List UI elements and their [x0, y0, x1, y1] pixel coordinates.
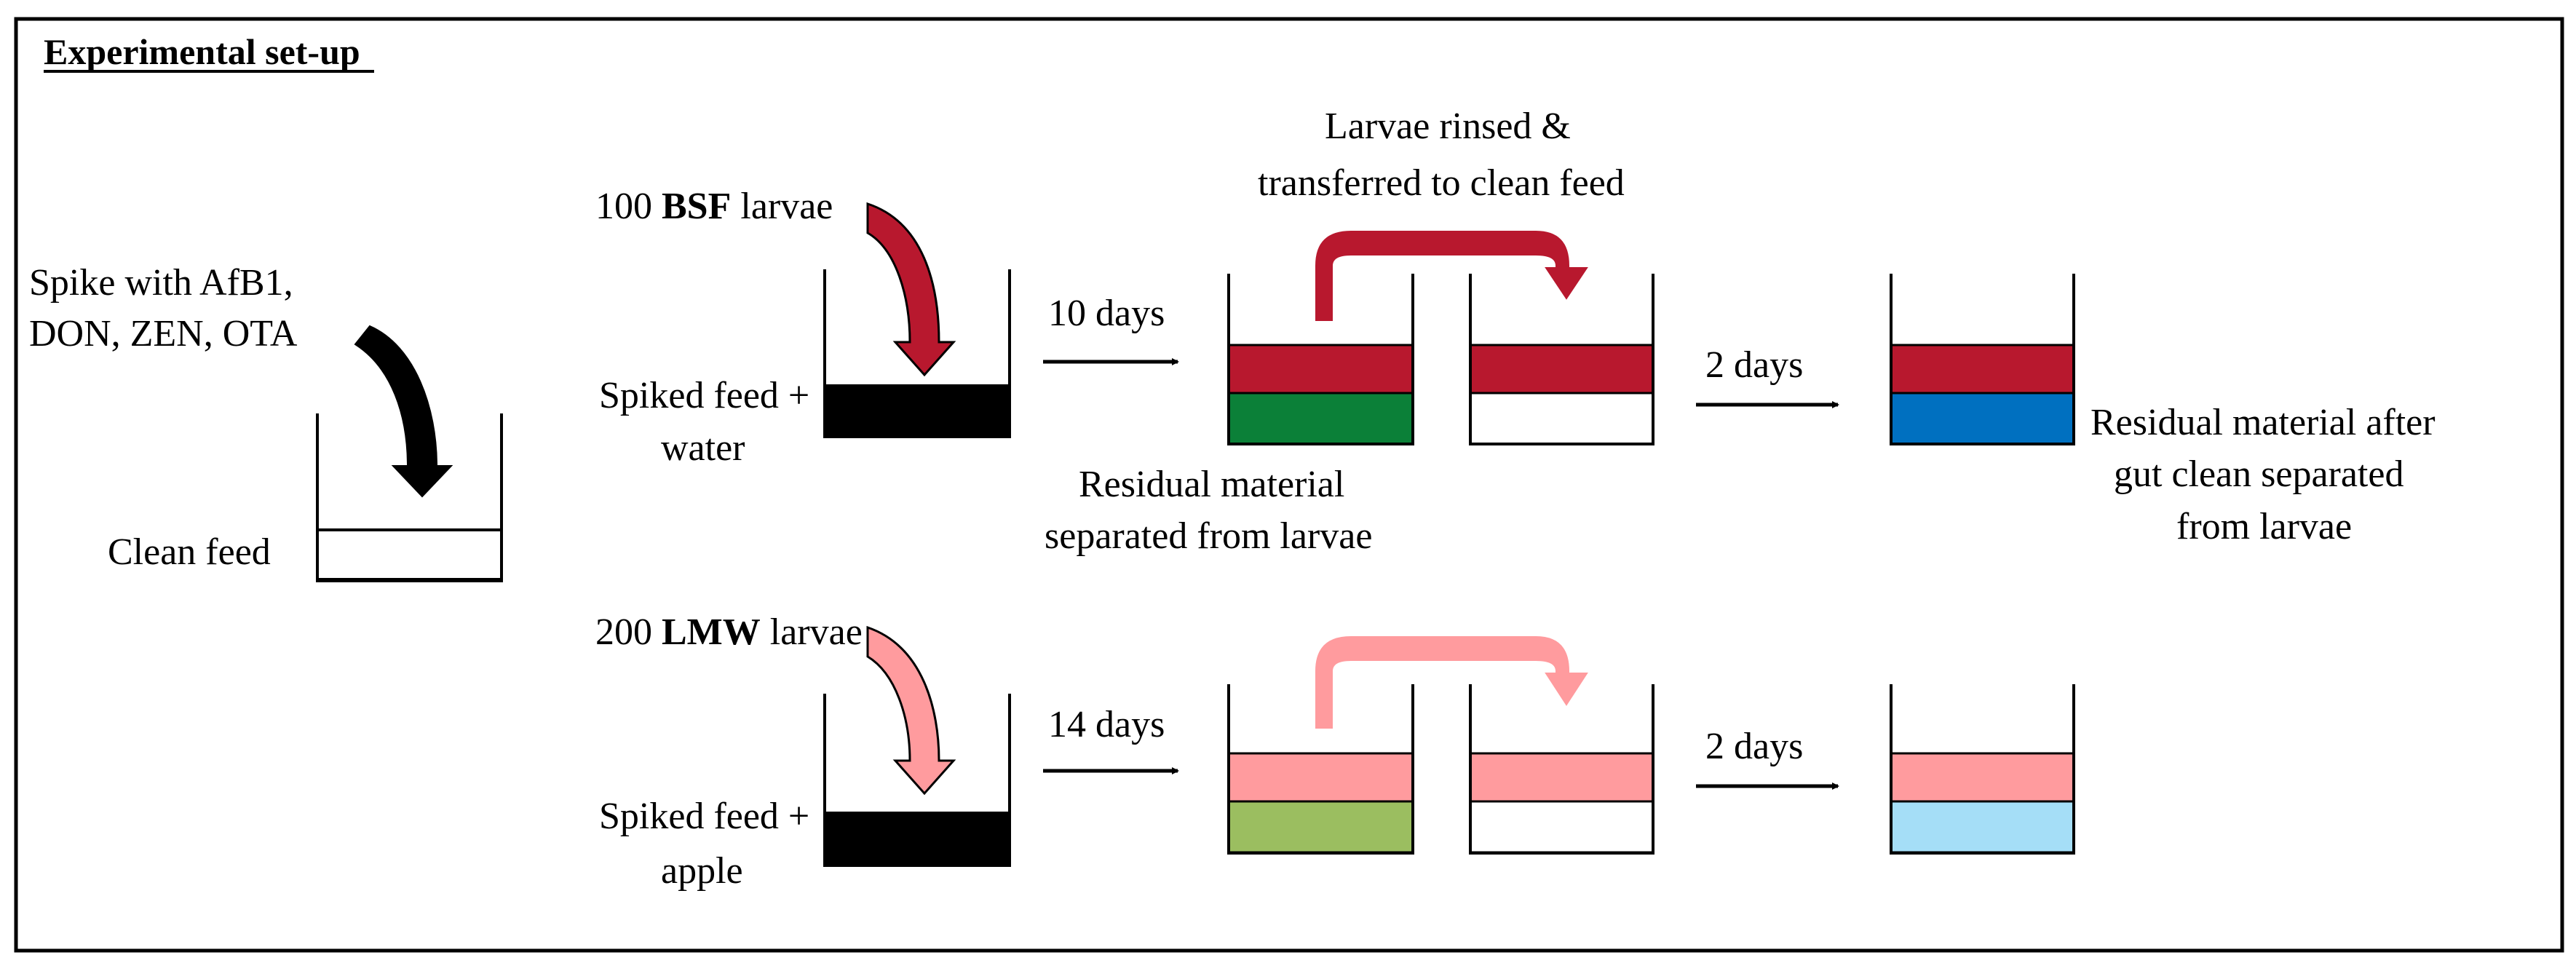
lmw-larvae-label: 200 LMW larvae: [595, 611, 863, 653]
lmw-clean-feed-layer: [1469, 800, 1654, 854]
bsf-gut-clean-container: [1890, 274, 2075, 445]
lmw-gut-larvae-layer: [1890, 752, 2075, 803]
bsf-after-label-line1: Residual material after: [2090, 402, 2436, 443]
diagram-title: Experimental set-up: [44, 31, 360, 72]
lmw-spiked-feed-layer: [825, 812, 1010, 864]
lmw-transferred-larvae-layer: [1469, 752, 1654, 803]
lmw-gut-clean-container: [1890, 684, 2075, 855]
bsf-feed-container: [823, 269, 1011, 438]
clean-feed-label: Clean feed: [108, 531, 271, 573]
lmw-duration-label: 14 days: [1048, 704, 1165, 745]
spike-arrow: [354, 325, 453, 498]
lmw-drop-arrow: [866, 625, 956, 796]
bsf-gut-clean-residue-layer: [1890, 392, 2075, 445]
bsf-clean-feed-layer: [1469, 392, 1654, 445]
bsf-larvae-label: 100 BSF larvae: [595, 186, 833, 227]
lmw-transfer-arrow: [1315, 636, 1588, 729]
bsf-drop-arrow: [866, 202, 956, 377]
bsf-duration-label: 10 days: [1048, 293, 1165, 334]
bsf-after-label-line2: gut clean separated: [2114, 453, 2403, 495]
lmw-feed-container: [823, 694, 1011, 867]
bsf-feed-label-line2: water: [661, 427, 745, 469]
bsf-residue-layer: [1227, 392, 1414, 445]
spike-label-line2: DON, ZEN, OTA: [29, 313, 298, 354]
lmw-feed-label-line2: apple: [661, 850, 743, 892]
spike-label-line1: Spike with AfB1,: [29, 262, 293, 304]
bsf-spiked-feed-layer: [825, 384, 1010, 435]
bsf-transferred-larvae-layer: [1469, 344, 1654, 395]
bsf-separation-container: [1227, 274, 1414, 445]
bsf-residual-label-line1: Residual material: [1079, 464, 1344, 505]
clean-feed-container: [316, 413, 503, 582]
bsf-larvae-layer: [1227, 344, 1414, 395]
bsf-after-label-line3: from larvae: [2176, 506, 2352, 547]
bsf-rinse-label-line2: transferred to clean feed: [1258, 162, 1625, 204]
lmw-residue-layer: [1227, 800, 1414, 854]
lmw-gut-duration-label: 2 days: [1705, 726, 1803, 767]
bsf-feed-label-line1: Spiked feed +: [599, 375, 809, 416]
lmw-clean-feed-container: [1469, 684, 1654, 855]
bsf-transfer-arrow: [1315, 231, 1588, 321]
clean-feed-layer: [316, 528, 503, 581]
bsf-gut-duration-label: 2 days: [1705, 344, 1803, 386]
lmw-gut-clean-residue-layer: [1890, 800, 2075, 854]
lmw-separation-container: [1227, 684, 1414, 855]
bsf-clean-feed-container: [1469, 274, 1654, 445]
bsf-residual-label-line2: separated from larvae: [1045, 515, 1372, 557]
lmw-larvae-layer: [1227, 752, 1414, 803]
bsf-rinse-label-line1: Larvae rinsed &: [1325, 106, 1571, 147]
bsf-gut-larvae-layer: [1890, 344, 2075, 395]
lmw-feed-label-line1: Spiked feed +: [599, 796, 809, 837]
